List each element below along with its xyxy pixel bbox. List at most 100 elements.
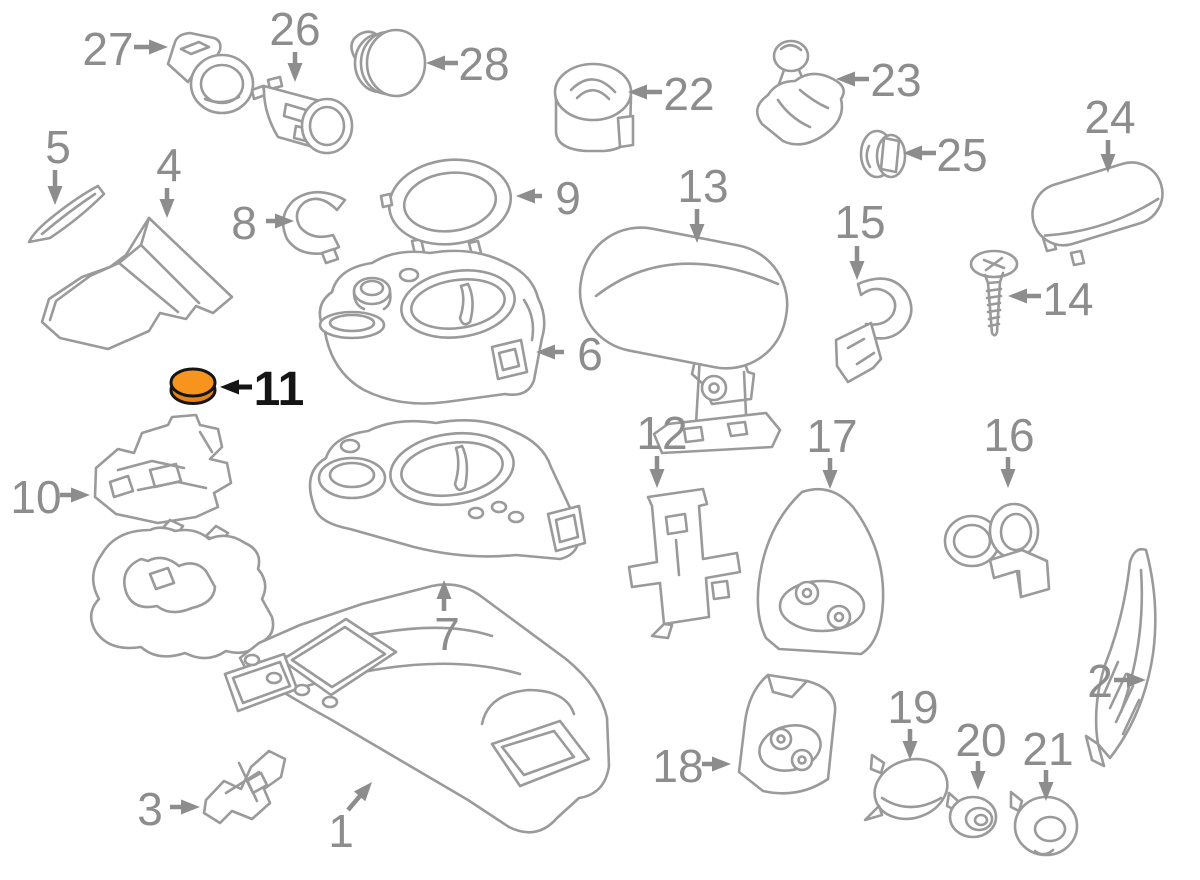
callout-arrowhead (536, 344, 555, 360)
callout-arrowhead (649, 469, 665, 488)
callout-arrowhead (516, 188, 535, 204)
part-number-label-6: 6 (577, 328, 603, 380)
part-number-label-22: 22 (663, 68, 714, 120)
part-number-label-7: 7 (434, 608, 460, 660)
part-22-cup-insert-drawing (553, 62, 635, 153)
part-number-label-14: 14 (1042, 273, 1093, 325)
callout-part-9[interactable]: 9 (516, 172, 581, 224)
callout-part-1[interactable]: 1 (328, 782, 372, 857)
part-number-label-23: 23 (870, 54, 921, 106)
artwork-layer (27, 28, 1164, 857)
part-18-lower-boot-drawing (737, 673, 837, 795)
callout-part-18[interactable]: 18 (652, 740, 731, 792)
callout-part-23[interactable]: 23 (836, 54, 922, 106)
callout-part-27[interactable]: 27 (82, 23, 168, 75)
part-number-label-9: 9 (555, 172, 581, 224)
part-number-label-19: 19 (887, 681, 938, 733)
part-number-label-21: 21 (1022, 723, 1073, 775)
part-number-label-13: 13 (677, 160, 728, 212)
callout-part-20[interactable]: 20 (955, 714, 1007, 790)
callout-arrowhead (220, 379, 239, 395)
callout-arrowhead (849, 261, 865, 280)
callout-arrowhead (159, 199, 175, 218)
callout-part-10[interactable]: 10 (10, 471, 90, 523)
part-number-label-20: 20 (955, 714, 1006, 766)
part-12-bracket-drawing (627, 487, 742, 640)
callout-part-4[interactable]: 4 (156, 139, 182, 218)
callout-arrowhead (1038, 782, 1054, 801)
part-number-label-17: 17 (806, 410, 857, 462)
part-number-label-15: 15 (834, 196, 885, 248)
part-19-oval-grommet-drawing (863, 753, 949, 822)
part-number-label-18: 18 (652, 740, 703, 792)
callout-part-5[interactable]: 5 (45, 121, 71, 205)
part-number-label-1: 1 (328, 805, 354, 857)
part-number-label-3: 3 (137, 783, 163, 835)
part-number-label-11: 11 (254, 363, 305, 416)
callout-arrowhead (689, 224, 705, 243)
part-number-label-28: 28 (458, 38, 509, 90)
part-16-clamp-drawing (943, 502, 1051, 599)
part-10-insert-tray-drawing (93, 413, 233, 525)
callout-arrowhead (1127, 672, 1146, 688)
callout-part-24[interactable]: 24 (1084, 91, 1136, 173)
callout-arrowhead (902, 741, 918, 760)
part-1-console-base-drawing (89, 518, 611, 834)
part-11-highlighted-cap-drawing[interactable] (169, 367, 217, 405)
callout-part-6[interactable]: 6 (536, 328, 603, 380)
callout-arrowhead (426, 55, 445, 71)
part-number-label-16: 16 (983, 409, 1034, 461)
part-21-round-grommet-drawing (1009, 790, 1079, 857)
callout-part-13[interactable]: 13 (677, 160, 729, 243)
callout-part-3[interactable]: 3 (137, 783, 200, 835)
callout-arrowhead (970, 771, 986, 790)
callout-arrowhead (275, 213, 294, 229)
callout-arrowhead (628, 84, 647, 100)
callout-arrowhead (836, 71, 855, 87)
part-3-bracket-drawing (202, 749, 287, 825)
part-8-c-ring-drawing (281, 190, 347, 265)
callout-part-7[interactable]: 7 (434, 580, 460, 660)
callout-part-2[interactable]: 2 (1087, 655, 1146, 707)
part-15-bracket-clip-drawing (834, 277, 913, 384)
callout-arrowhead (181, 799, 200, 815)
part-number-label-26: 26 (269, 3, 320, 55)
callout-part-11[interactable]: 11 (220, 363, 304, 416)
part-20-small-grommet-drawing (945, 791, 998, 839)
callout-part-14[interactable]: 14 (1008, 273, 1094, 325)
callout-part-22[interactable]: 22 (628, 68, 715, 120)
callout-part-15[interactable]: 15 (834, 196, 886, 280)
callout-arrowhead (287, 63, 303, 82)
part-number-label-25: 25 (936, 129, 987, 181)
callout-part-12[interactable]: 12 (636, 407, 688, 488)
callout-arrowhead (353, 782, 372, 802)
callout-arrowhead (1100, 154, 1116, 173)
callout-part-21[interactable]: 21 (1022, 723, 1074, 801)
part-number-label-27: 27 (82, 23, 133, 75)
part-number-label-5: 5 (45, 121, 71, 173)
callout-part-28[interactable]: 28 (426, 38, 510, 90)
part-27-lighter-plug-drawing (166, 31, 255, 115)
callout-part-16[interactable]: 16 (983, 409, 1035, 488)
callout-part-19[interactable]: 19 (887, 681, 939, 760)
part-17-cone-boot-drawing (756, 487, 885, 656)
part-number-label-4: 4 (156, 139, 182, 191)
part-7-console-cover-drawing (308, 419, 587, 561)
part-number-label-8: 8 (231, 197, 257, 249)
callout-arrowhead (149, 39, 168, 55)
part-14-screw-drawing (969, 249, 1019, 337)
callout-part-25[interactable]: 25 (903, 129, 988, 181)
part-6-console-top-drawing (318, 249, 546, 405)
part-28-knob-drawing (350, 28, 427, 98)
part-number-label-2: 2 (1087, 655, 1113, 707)
callout-part-8[interactable]: 8 (231, 197, 294, 249)
callout-arrowhead (47, 186, 63, 205)
part-4-trim-panel-drawing (40, 216, 234, 351)
part-number-label-24: 24 (1084, 91, 1135, 143)
callout-arrowhead (436, 580, 452, 599)
callout-part-17[interactable]: 17 (806, 410, 858, 489)
callout-part-26[interactable]: 26 (269, 3, 321, 82)
